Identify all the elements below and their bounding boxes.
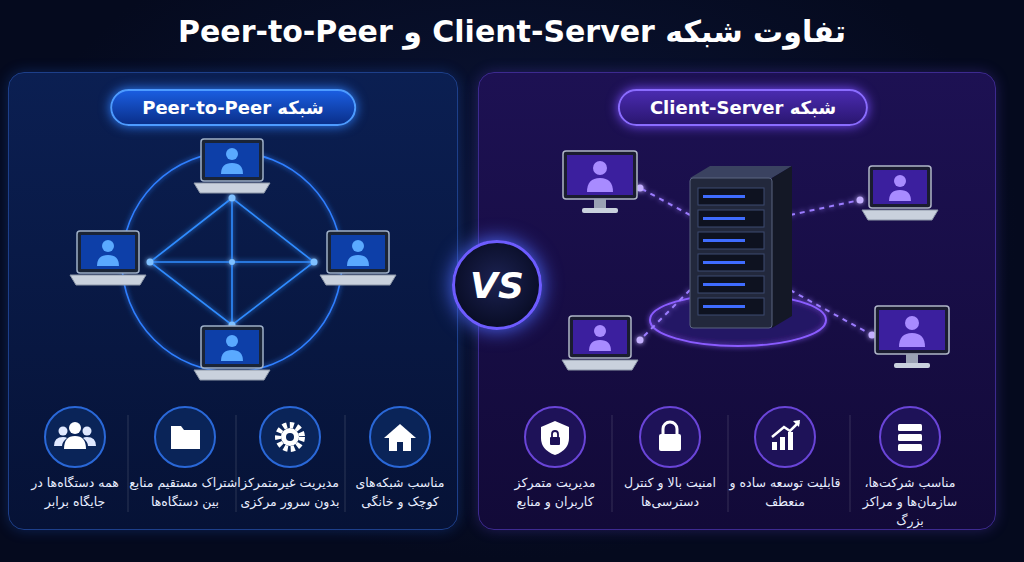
network-panel: شبکه Client-Server — [478, 72, 996, 530]
header-pill: شبکه Peer-to-Peer — [110, 89, 356, 126]
badge-text: VS — [470, 265, 524, 306]
feature-text: مدیریت متمرکز کاربران و منابع — [499, 474, 611, 512]
feature-text: اشتراک مستقیم منابع بین دستگاه‌ها — [129, 474, 241, 512]
title: تفاوت شبکه Client-Server و Peer-to-Peer — [0, 14, 1024, 49]
feature-text: مناسب شبکه‌های کوچک و خانگی — [344, 474, 456, 512]
feature-text: همه دستگاه‌ها در جایگاه برابر — [19, 474, 131, 512]
feature-text: امنیت بالا و کنترل دسترسی‌ها — [614, 474, 726, 512]
vs-badge: VS — [452, 240, 542, 330]
feature-text: قابلیت توسعه ساده و منعطف — [729, 474, 841, 512]
feature-text: مدیریت غیرمتمرکز بدون سرور مرکزی — [234, 474, 346, 512]
feature-text: مناسب شرکت‌ها، سازمان‌ها و مراکز بزرگ — [854, 474, 966, 530]
network-panel: شبکه Peer-to-Peer — [8, 72, 458, 530]
header-pill: شبکه Client-Server — [618, 89, 868, 126]
